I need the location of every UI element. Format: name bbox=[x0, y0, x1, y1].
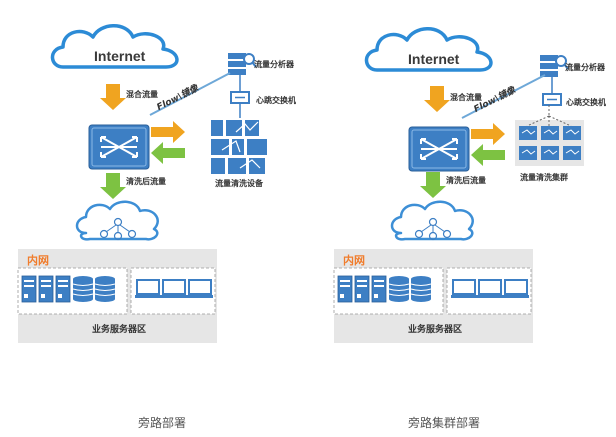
right-mixed-traffic-label: 混合流量 bbox=[450, 93, 482, 102]
right-rack-server-icon bbox=[354, 275, 370, 303]
left-return-arrow-icon bbox=[151, 142, 185, 164]
right-return-arrow-icon bbox=[471, 144, 505, 166]
right-inner-net-label: 内网 bbox=[343, 254, 365, 267]
right-mixed-traffic-arrow-icon bbox=[424, 86, 450, 112]
left-storage-icon bbox=[94, 275, 116, 303]
left-caption: 旁路部署 bbox=[138, 416, 187, 430]
right-server-area-label: 业务服务器区 bbox=[408, 325, 463, 335]
left-after-clean-label: 清洗后流量 bbox=[126, 177, 166, 186]
right-storage-icon bbox=[388, 275, 410, 303]
left-core-switch-icon bbox=[88, 124, 150, 170]
right-cleaning-cluster-label: 流量清洗集群 bbox=[520, 173, 568, 182]
left-analyzer-label: 流量分析器 bbox=[254, 60, 294, 69]
right-diagram bbox=[333, 26, 584, 343]
left-internet-label: Internet bbox=[94, 48, 146, 64]
right-core-switch-icon bbox=[408, 126, 470, 172]
left-cleaning-device-label: 流量清洗设备 bbox=[215, 179, 263, 188]
left-diagram bbox=[17, 23, 267, 343]
left-mixed-traffic-arrow-icon bbox=[100, 84, 126, 110]
right-analyzer-label: 流量分析器 bbox=[565, 63, 605, 72]
left-terminal-icon bbox=[160, 279, 188, 299]
right-terminal-icon bbox=[476, 279, 504, 299]
right-heartbeat-switch-label: 心跳交换机 bbox=[566, 98, 606, 107]
right-lan-cloud-icon bbox=[390, 200, 474, 241]
left-cleaning-device-icon bbox=[211, 120, 267, 174]
left-server-area-label: 业务服务器区 bbox=[92, 325, 147, 335]
left-rack-server-icon bbox=[21, 275, 37, 303]
right-caption: 旁路集群部署 bbox=[408, 416, 481, 430]
left-divert-arrow-icon bbox=[151, 121, 185, 143]
right-internet-label: Internet bbox=[408, 51, 460, 67]
left-heartbeat-switch-label: 心跳交换机 bbox=[256, 96, 296, 105]
left-inner-net-label: 内网 bbox=[27, 254, 49, 267]
left-flow-mirror-line bbox=[149, 72, 231, 116]
right-after-clean-label: 清洗后流量 bbox=[446, 176, 486, 185]
left-terminal-icon bbox=[186, 279, 214, 299]
left-heartbeat-switch-icon bbox=[230, 91, 250, 104]
left-storage-icon bbox=[72, 275, 94, 303]
left-analyzer-icon bbox=[227, 52, 257, 76]
right-rack-server-icon bbox=[337, 275, 353, 303]
right-analyzer-icon bbox=[539, 54, 569, 78]
left-terminal-icon bbox=[134, 279, 162, 299]
left-lan-cloud-icon bbox=[75, 200, 159, 241]
right-cleaning-cluster-icon bbox=[515, 105, 584, 166]
right-flow-mirror-line bbox=[461, 74, 546, 119]
right-terminal-icon bbox=[450, 279, 478, 299]
left-clean-traffic-arrow-icon bbox=[100, 173, 126, 199]
right-divert-arrow-icon bbox=[471, 123, 505, 145]
left-rack-server-icon bbox=[55, 275, 71, 303]
right-heartbeat-switch-icon bbox=[542, 93, 562, 106]
left-mixed-traffic-label: 混合流量 bbox=[126, 90, 158, 99]
right-storage-icon bbox=[410, 275, 432, 303]
left-rack-server-icon bbox=[38, 275, 54, 303]
right-clean-traffic-arrow-icon bbox=[420, 172, 446, 198]
right-rack-server-icon bbox=[371, 275, 387, 303]
right-terminal-icon bbox=[502, 279, 530, 299]
